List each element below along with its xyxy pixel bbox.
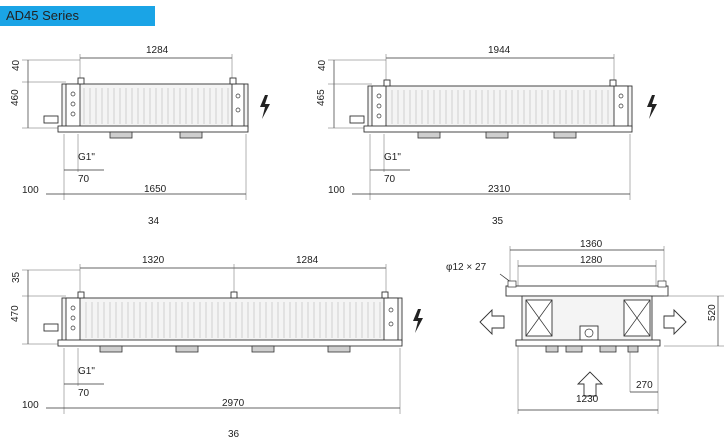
unit-34-fans	[109, 131, 203, 139]
unit-34-pipe-label: G1"	[78, 152, 95, 163]
unit-36-caption: 36	[228, 429, 240, 440]
unit-34-drawing: 40 460 1284	[10, 45, 270, 227]
side-view-dim-1230: 1230	[576, 394, 599, 405]
unit-36-height-main: 470	[10, 305, 21, 322]
unit-36-dim-70: 70	[78, 388, 90, 399]
unit-35-pipe-label: G1"	[384, 152, 401, 163]
unit-36-pipe-label: G1"	[78, 366, 95, 377]
unit-34-height-main: 460	[10, 89, 21, 106]
side-view-drawing: 1360 1280 φ12 × 27 520	[446, 239, 724, 414]
unit-35-fans	[417, 131, 577, 139]
unit-36-power-icon	[413, 309, 423, 333]
unit-36-fans	[99, 345, 351, 353]
airflow-up-arrow-icon	[576, 371, 604, 397]
unit-36-dim-100: 100	[22, 400, 39, 411]
unit-36-top-dim-right: 1284	[296, 255, 319, 266]
unit-35-power-icon	[647, 95, 657, 119]
unit-36-fins	[85, 302, 381, 338]
side-view-width-inner: 1280	[580, 255, 603, 266]
unit-35-dim-total: 2310	[488, 184, 511, 195]
unit-35-caption: 35	[492, 216, 504, 227]
side-view-dim-270: 270	[636, 380, 653, 391]
unit-35-height-top: 40	[317, 59, 328, 71]
unit-34-dim-total: 1650	[144, 184, 167, 195]
unit-35-height-main: 465	[316, 89, 327, 106]
unit-35-dim-70: 70	[384, 174, 396, 185]
unit-34-top-dim: 1284	[146, 45, 169, 56]
unit-35-fins	[391, 90, 609, 124]
series-banner: AD45 Series	[0, 6, 155, 26]
side-view-hole-label: φ12 × 27	[446, 262, 487, 273]
unit-36-top-dim-left: 1320	[142, 255, 165, 266]
unit-35-drawing: 40 465 1944	[316, 45, 657, 227]
unit-34-caption: 34	[148, 216, 160, 227]
unit-34-dim-70: 70	[78, 174, 90, 185]
unit-36-height-top: 35	[11, 271, 22, 283]
series-title: AD45 Series	[6, 8, 79, 23]
side-view-fans	[545, 345, 639, 353]
unit-34-dim-100: 100	[22, 185, 39, 196]
airflow-left-arrow-icon	[479, 308, 505, 336]
side-view-width-outer: 1360	[580, 239, 603, 250]
unit-36-dim-total: 2970	[222, 398, 245, 409]
airflow-right-arrow-icon	[663, 308, 687, 336]
side-view-height: 520	[707, 304, 718, 321]
unit-34-fins	[83, 88, 229, 124]
unit-35-top-dim: 1944	[488, 45, 511, 56]
unit-34-height-top: 40	[11, 59, 22, 71]
unit-35-dim-100: 100	[328, 185, 345, 196]
unit-34-power-icon	[260, 95, 270, 119]
unit-36-drawing: 35 470 1320 1284	[10, 255, 423, 440]
